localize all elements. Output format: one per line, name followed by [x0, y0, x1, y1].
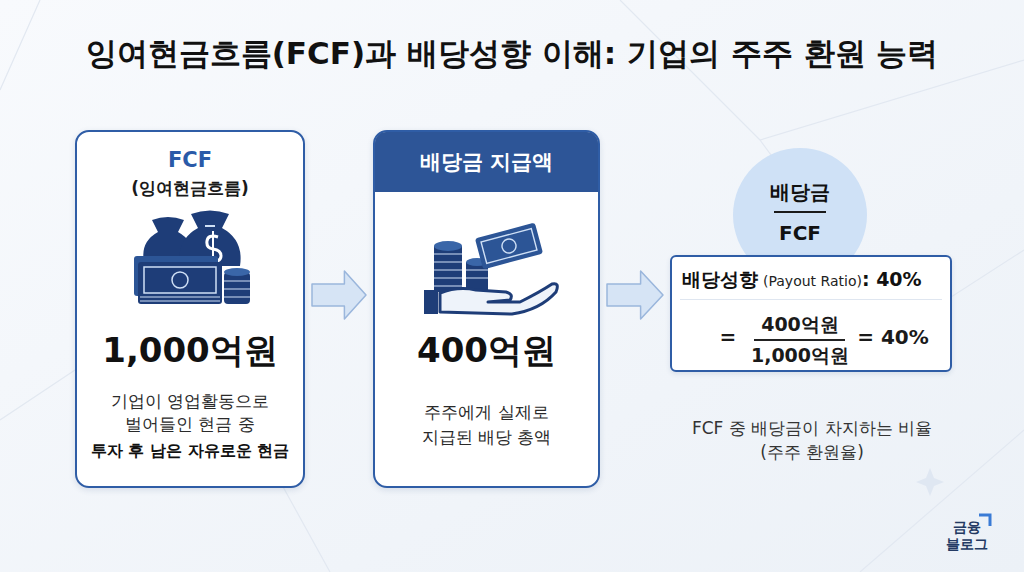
bill-seal — [172, 272, 188, 288]
bill-stack — [134, 256, 218, 296]
box-subheading: (잉여현금흐름) — [77, 178, 303, 199]
coin-top — [224, 268, 250, 276]
bill-stack — [138, 262, 222, 304]
ratio-caption: FCF 중 배당금이 차지하는 비율 (주주 환원율) — [686, 416, 938, 464]
bill-edges — [140, 297, 220, 301]
banknote-border — [481, 229, 537, 264]
process-box: FCF (잉여현금흐름) 1,000억원기업이 영업활동으로 벌어들인 현금 중투자… — [75, 130, 305, 488]
money-bag — [179, 211, 240, 267]
fraction-bar — [774, 211, 826, 213]
blog-logo: 금융 블로그 — [943, 519, 991, 553]
coin-top — [466, 258, 488, 266]
banknote-body — [475, 223, 543, 270]
box-description: 주주에게 실제로 지급된 배당 총액 — [403, 400, 570, 450]
ratio-result: = 40% — [848, 325, 938, 350]
coin-top — [434, 241, 462, 251]
sparkle-decoration — [916, 468, 944, 496]
diagram-title: 잉여현금흐름(FCF)과 배당성향 이해: 기업의 주주 환원 능력 — [0, 34, 1024, 72]
box-description: 기업이 영업활동으로 벌어들인 현금 중 — [91, 390, 289, 436]
box-heading: FCF — [77, 147, 303, 173]
formula-numerator: 배당금 — [732, 180, 868, 205]
money-bag — [143, 217, 192, 262]
coin-stack — [466, 262, 488, 290]
hand-shape — [440, 284, 557, 314]
hand-cuff — [424, 290, 438, 314]
fraction-numerator: 400억원 — [750, 312, 850, 336]
bill-border — [144, 267, 216, 293]
box-description-emphasis: 투자 후 남은 자유로운 현금 — [83, 441, 297, 461]
coin-lines — [224, 281, 250, 297]
ratio-value: : 40% — [862, 267, 922, 291]
coin-stack — [434, 246, 462, 292]
formula-denominator: FCF — [732, 221, 868, 246]
equals-sign: = — [716, 325, 740, 350]
dollar-symbol — [207, 236, 221, 261]
dollar-symbol — [212, 231, 214, 266]
result-box: 배당성향 (Payout Ratio): 40% = 400억원 1,000억원= 40… — [670, 255, 952, 372]
box-heading: 배당금 지급액 — [375, 149, 598, 175]
block-arrow — [607, 271, 663, 319]
banknote-seal — [500, 237, 517, 254]
bag-tie — [205, 225, 215, 227]
banknote — [475, 223, 543, 270]
amount-value: 1,000억원 — [77, 329, 303, 372]
ratio-name: 배당성향 — [682, 267, 758, 291]
fraction-bar — [754, 339, 845, 341]
coin-lines — [466, 270, 488, 278]
fraction-denominator: 1,000억원 — [750, 343, 850, 367]
ratio-english-name: (Payout Ratio) — [763, 272, 862, 290]
connector-layer — [312, 271, 663, 319]
text-row: 배당성향 (Payout Ratio): 40% — [682, 267, 922, 291]
money-icon — [134, 211, 250, 305]
hand-coins-icon — [424, 223, 557, 314]
row-separator — [680, 299, 942, 300]
block-arrow — [312, 271, 366, 319]
logo-accent — [979, 515, 990, 526]
coin-lines — [434, 254, 462, 286]
amount-value: 400억원 — [375, 329, 598, 372]
process-box: 배당금 지급액 400억원주주에게 실제로 지급된 배당 총액 — [373, 130, 600, 488]
coin-stack — [224, 272, 250, 304]
